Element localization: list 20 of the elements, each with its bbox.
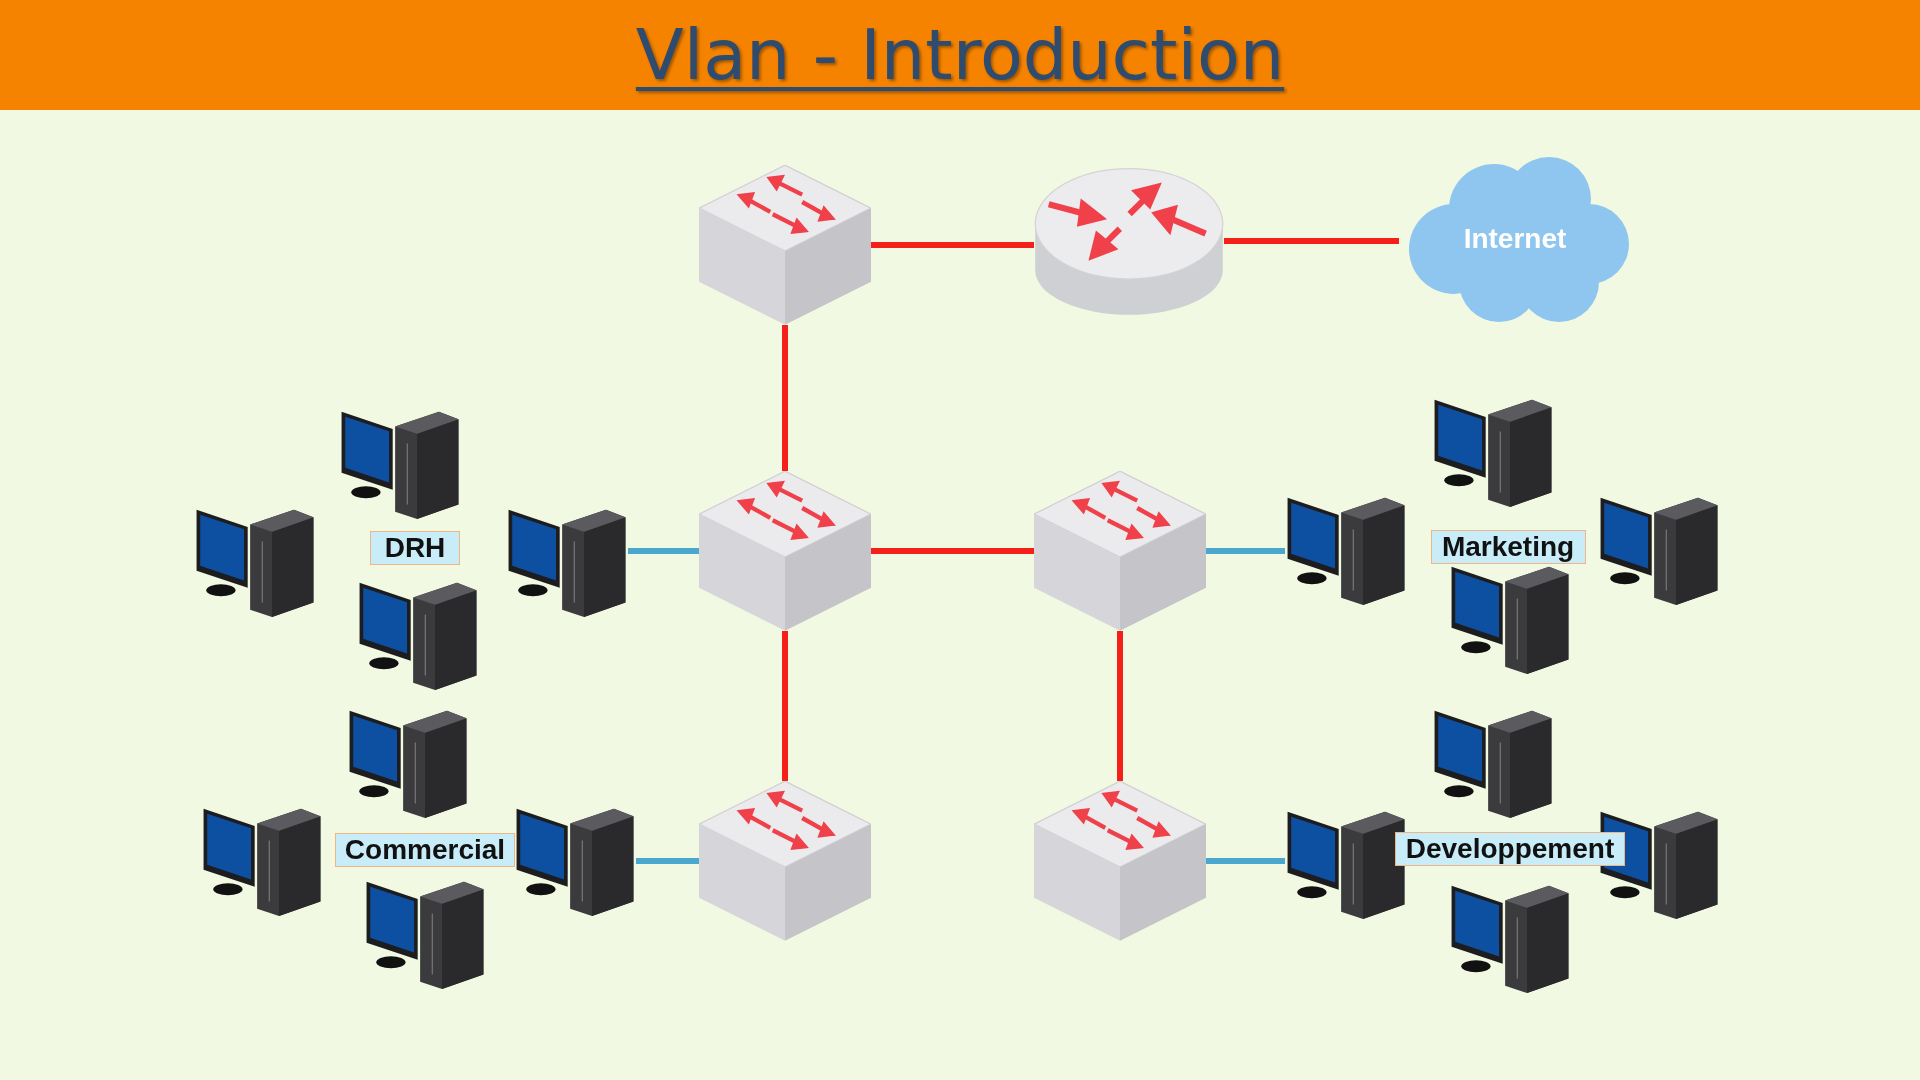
- network-link: [628, 548, 699, 554]
- network-link: [782, 631, 788, 781]
- group-label: DRH: [370, 531, 460, 565]
- network-link: [1224, 238, 1399, 244]
- group-label: Developpement: [1395, 832, 1625, 866]
- cloud-label: Internet: [1463, 223, 1567, 255]
- network-link: [636, 858, 699, 864]
- title: Vlan - Introduction: [635, 14, 1285, 96]
- router-icon: [1034, 165, 1224, 317]
- network-link: [782, 325, 788, 471]
- network-switch-icon: [699, 471, 871, 631]
- network-link: [1117, 631, 1123, 781]
- network-switch-icon: [699, 165, 871, 325]
- network-switch-icon: [1034, 471, 1206, 631]
- network-link: [871, 242, 1034, 248]
- network-switch-icon: [699, 781, 871, 941]
- group-label: Commercial: [335, 833, 515, 867]
- network-switch-icon: [1034, 781, 1206, 941]
- network-link: [871, 548, 1034, 554]
- group-label: Marketing: [1430, 530, 1586, 564]
